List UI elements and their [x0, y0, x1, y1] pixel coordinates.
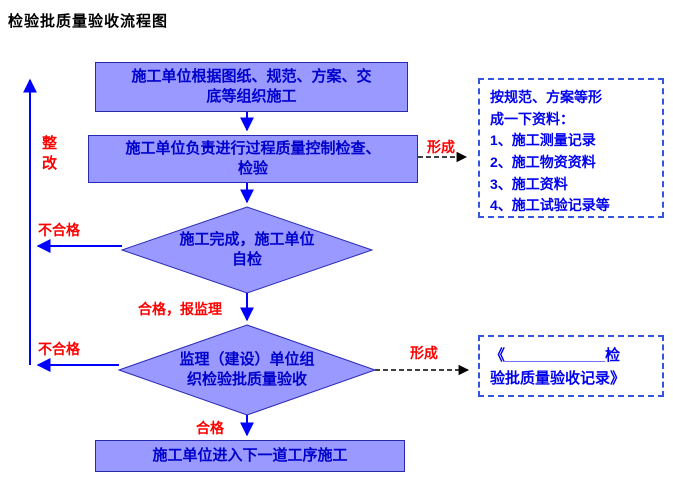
blue-connectors: [23, 78, 254, 437]
node-quality-control-check: 施工单位负责进行过程质量控制检查、 检验: [88, 135, 418, 183]
label-fail-bottom: 不合格: [38, 341, 80, 357]
page-title: 检验批质量验收流程图: [8, 13, 169, 30]
label-form-top: 形成: [427, 139, 455, 155]
label-rectify: 整 改: [42, 135, 58, 173]
note-acceptance-record: 《____________检 验批质量验收记录》: [478, 335, 664, 397]
diamond-self-check-shape: [120, 206, 374, 294]
label-form-bottom: 形成: [410, 345, 438, 361]
note-materials-list: 按规范、方案等形 成一下资料： 1、施工测量记录 2、施工物资资料 3、施工资料…: [478, 78, 664, 218]
label-pass: 合格: [196, 420, 224, 436]
label-fail-top: 不合格: [38, 222, 80, 238]
diamond-acceptance-shape: [117, 324, 377, 416]
node-organize-construction: 施工单位根据图纸、规范、方案、交 底等组织施工: [95, 62, 408, 112]
dashed-connectors: [375, 151, 470, 376]
node-next-process: 施工单位进入下一道工序施工: [95, 440, 405, 472]
label-pass-report: 合格，报监理: [138, 301, 222, 317]
